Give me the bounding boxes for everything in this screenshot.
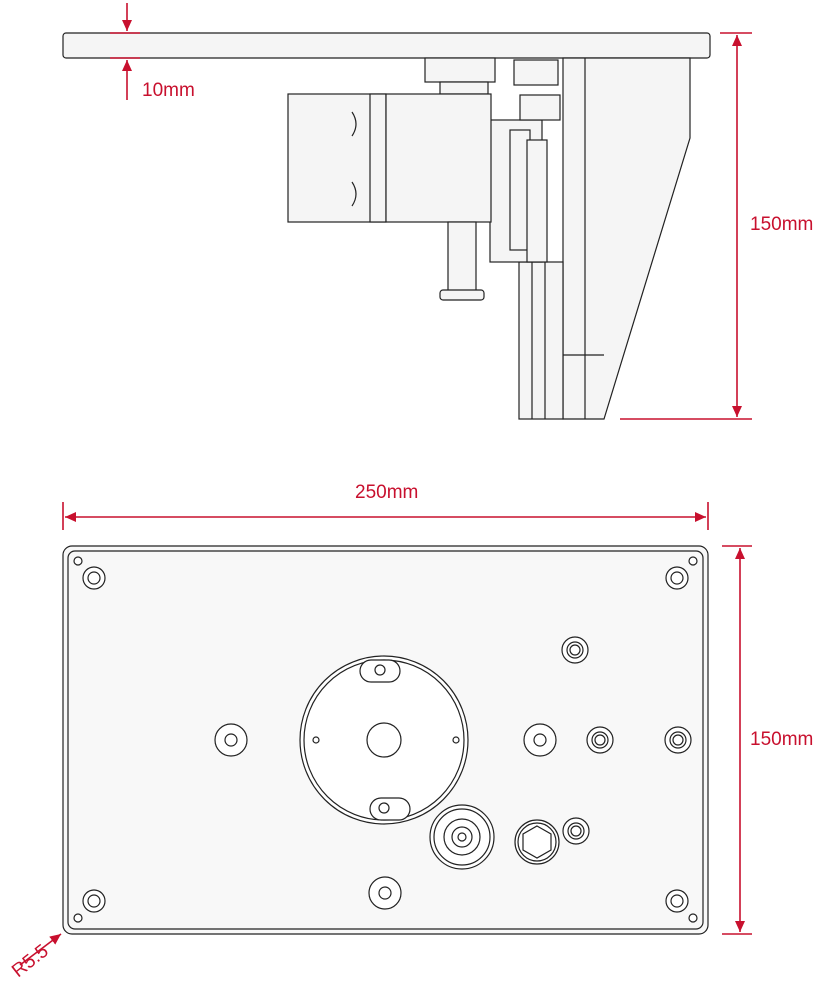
top-view (62, 545, 709, 935)
bolt-holes (561, 636, 692, 845)
top-height-label: 150mm (750, 729, 813, 750)
thickness-label: 10mm (142, 80, 195, 101)
motor-body (287, 93, 386, 223)
side-dimensions (110, 3, 752, 420)
spindle-knob (429, 804, 495, 870)
corner-holes (73, 556, 698, 923)
mounting-bracket (562, 57, 691, 420)
side-view (62, 32, 711, 420)
top-dimensions (19, 502, 752, 966)
spindle-shaft (447, 221, 477, 293)
motor-flange (299, 655, 469, 825)
radius-label: R5.5 (8, 941, 53, 982)
side-height-label: 150mm (750, 214, 813, 235)
countersunk-holes (214, 723, 557, 910)
vertical-rail (518, 261, 564, 420)
base-plate-side (62, 32, 711, 59)
width-label: 250mm (355, 482, 418, 503)
hex-nut (514, 819, 560, 865)
